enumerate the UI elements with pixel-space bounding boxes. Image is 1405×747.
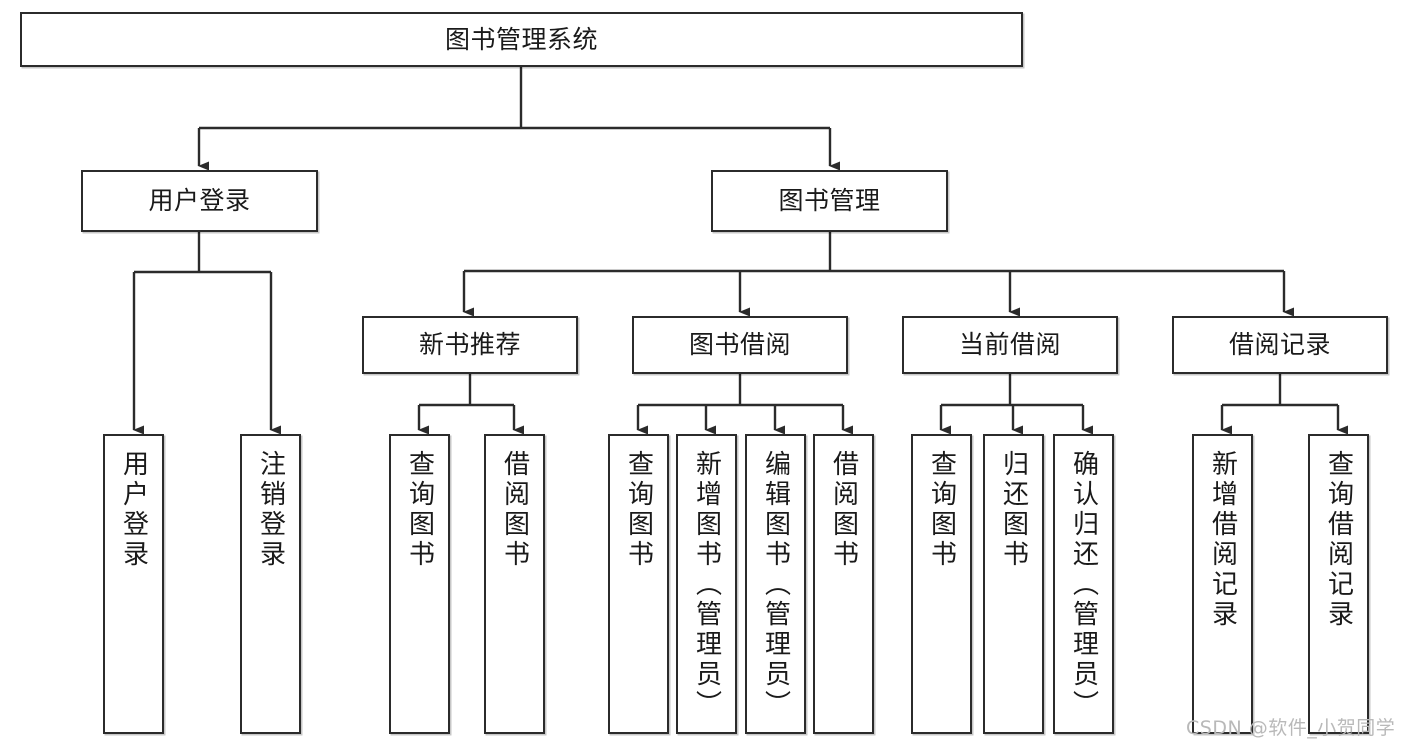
node-leaf-return-book-label: 归还图书: [998, 450, 1029, 570]
node-leaf-borrow-book-1[interactable]: 借阅图书: [484, 434, 545, 734]
node-leaf-query-book-3[interactable]: 查询图书: [911, 434, 972, 734]
node-leaf-borrow-book-1-label: 借阅图书: [499, 450, 530, 570]
node-leaf-edit-book-label: 编辑图书（管理员）: [760, 450, 791, 720]
node-user-login[interactable]: 用户登录: [81, 170, 318, 232]
node-leaf-query-book-1[interactable]: 查询图书: [389, 434, 450, 734]
node-new-book-rec[interactable]: 新书推荐: [362, 316, 578, 374]
node-leaf-user-login-label: 用户登录: [118, 450, 149, 570]
node-book-borrow-label: 图书借阅: [688, 330, 791, 360]
node-new-book-rec-label: 新书推荐: [418, 330, 521, 360]
node-leaf-borrow-book-2-label: 借阅图书: [828, 450, 859, 570]
node-current-borrow[interactable]: 当前借阅: [902, 316, 1118, 374]
node-leaf-query-record-label: 查询借阅记录: [1323, 450, 1354, 630]
node-book-borrow[interactable]: 图书借阅: [632, 316, 848, 374]
node-current-borrow-label: 当前借阅: [958, 330, 1061, 360]
node-root[interactable]: 图书管理系统: [20, 12, 1023, 67]
node-leaf-borrow-book-2[interactable]: 借阅图书: [813, 434, 874, 734]
node-user-login-label: 用户登录: [148, 186, 251, 216]
node-leaf-query-book-2-label: 查询图书: [623, 450, 654, 570]
node-leaf-user-logout-label: 注销登录: [255, 450, 286, 570]
node-leaf-user-logout[interactable]: 注销登录: [240, 434, 301, 734]
node-leaf-query-book-3-label: 查询图书: [926, 450, 957, 570]
node-leaf-query-book-2[interactable]: 查询图书: [608, 434, 669, 734]
node-leaf-query-book-1-label: 查询图书: [404, 450, 435, 570]
node-leaf-confirm-return[interactable]: 确认归还（管理员）: [1053, 434, 1114, 734]
node-leaf-edit-book[interactable]: 编辑图书（管理员）: [745, 434, 806, 734]
node-leaf-add-book[interactable]: 新增图书（管理员）: [676, 434, 737, 734]
node-borrow-record[interactable]: 借阅记录: [1172, 316, 1388, 374]
node-root-label: 图书管理系统: [444, 24, 598, 54]
csdn-watermark: CSDN @软件_小贺同学: [1186, 717, 1396, 739]
node-book-manage[interactable]: 图书管理: [711, 170, 948, 232]
node-leaf-add-record[interactable]: 新增借阅记录: [1192, 434, 1253, 734]
node-leaf-add-book-label: 新增图书（管理员）: [691, 450, 722, 720]
node-leaf-add-record-label: 新增借阅记录: [1207, 450, 1238, 630]
node-borrow-record-label: 借阅记录: [1228, 330, 1331, 360]
node-leaf-confirm-return-label: 确认归还（管理员）: [1068, 450, 1099, 720]
node-leaf-query-record[interactable]: 查询借阅记录: [1308, 434, 1369, 734]
node-book-manage-label: 图书管理: [778, 186, 881, 216]
node-leaf-user-login[interactable]: 用户登录: [103, 434, 164, 734]
node-leaf-return-book[interactable]: 归还图书: [983, 434, 1044, 734]
